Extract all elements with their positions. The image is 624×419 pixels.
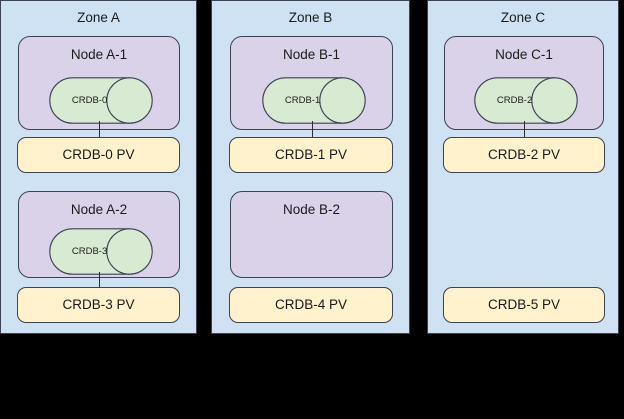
database-cylinder-icon[interactable]: CRDB-3	[49, 228, 153, 275]
pv-label-crdb-5: CRDB-5 PV	[487, 297, 560, 312]
node-box-a-2[interactable]: Node A-2 CRDB-3	[18, 191, 180, 278]
pv-box-crdb-4[interactable]: CRDB-4 PV	[229, 287, 393, 323]
database-cylinder-shape	[49, 77, 153, 124]
connector-node-b-1-to-pv	[312, 121, 313, 137]
zone-title-a: Zone A	[77, 10, 120, 25]
database-cylinder-icon[interactable]: CRDB-1	[262, 77, 366, 124]
connector-node-a-2-to-pv	[99, 272, 100, 289]
database-cylinder-icon[interactable]: CRDB-0	[49, 77, 153, 124]
node-title-b-1: Node B-1	[282, 47, 341, 62]
node-title-a-1: Node A-1	[70, 47, 128, 62]
pv-label-crdb-0: CRDB-0 PV	[62, 147, 135, 162]
connector-node-a-1-to-pv	[99, 121, 100, 137]
node-box-c-1[interactable]: Node C-1 CRDB-2	[444, 36, 604, 130]
connector-node-c-1-to-pv	[524, 121, 525, 137]
zone-panel-c[interactable]: Zone C Node C-1 CRDB-2 CRDB-2 PV CRDB-5 …	[427, 0, 619, 334]
node-title-c-1: Node C-1	[495, 47, 553, 62]
zone-title-c: Zone C	[500, 10, 546, 25]
database-cylinder-shape	[262, 77, 366, 124]
pv-label-crdb-2: CRDB-2 PV	[487, 147, 560, 162]
pv-box-crdb-1[interactable]: CRDB-1 PV	[229, 137, 393, 173]
pv-label-crdb-4: CRDB-4 PV	[274, 297, 347, 312]
node-box-b-2[interactable]: Node B-2	[230, 191, 393, 278]
zone-panel-b[interactable]: Zone B Node B-1 CRDB-1 CRDB-1 PV Node B-…	[211, 0, 410, 334]
node-box-a-1[interactable]: Node A-1 CRDB-0	[18, 36, 180, 130]
pv-box-crdb-2[interactable]: CRDB-2 PV	[443, 137, 605, 173]
database-cylinder-shape	[49, 228, 153, 275]
database-cylinder-icon[interactable]: CRDB-2	[474, 77, 578, 124]
node-title-b-2: Node B-2	[282, 202, 341, 217]
pv-label-crdb-1: CRDB-1 PV	[274, 147, 347, 162]
pv-box-crdb-5[interactable]: CRDB-5 PV	[443, 287, 605, 323]
pv-label-crdb-3: CRDB-3 PV	[62, 297, 135, 312]
node-box-b-1[interactable]: Node B-1 CRDB-1	[230, 36, 393, 130]
pv-box-crdb-0[interactable]: CRDB-0 PV	[17, 137, 180, 173]
zone-title-b: Zone B	[288, 10, 333, 25]
pv-box-crdb-3[interactable]: CRDB-3 PV	[17, 287, 180, 323]
node-title-a-2: Node A-2	[70, 202, 128, 217]
database-cylinder-shape	[474, 77, 578, 124]
zone-panel-a[interactable]: Zone A Node A-1 CRDB-0 CRDB-0 PV Node A-…	[0, 0, 197, 334]
